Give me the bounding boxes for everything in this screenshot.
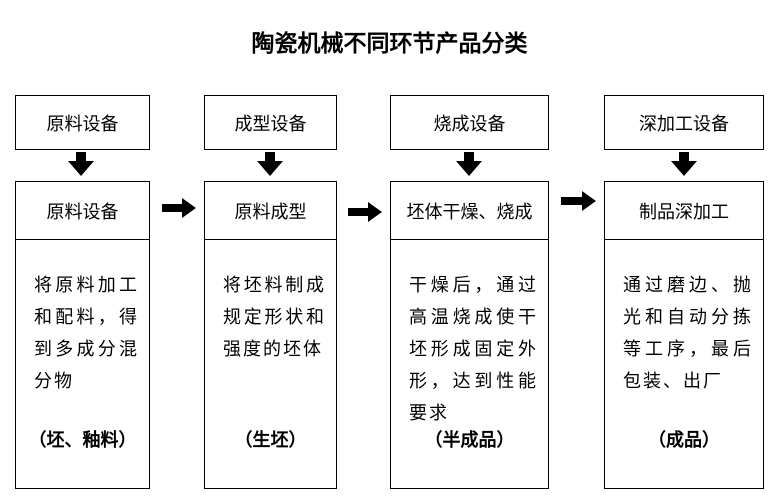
equipment-box-2: 成型设备 <box>204 95 337 150</box>
equipment-label-4: 深加工设备 <box>639 113 729 135</box>
stage-description-3: 干燥后，通过高温烧成使干坯形成固定外形，达到性能要求 <box>409 275 538 424</box>
stage-result-3: （半成品） <box>424 430 515 451</box>
stage-description-4: 通过磨边、抛光和自动分拣等工序，最后包装、出厂 <box>623 275 753 392</box>
stage-result-1: （坯、釉料） <box>28 430 137 451</box>
stage-box-4: 制品深加工 通过磨边、抛光和自动分拣等工序，最后包装、出厂 （成品） <box>604 181 764 489</box>
stage-result-2: （生坯） <box>234 430 307 451</box>
down-arrow-icon <box>68 152 94 176</box>
equipment-label-2: 成型设备 <box>234 113 307 135</box>
stage-title-3: 坯体干燥、烧成 <box>391 182 548 240</box>
right-arrow-icon <box>348 202 382 222</box>
stage-box-1: 原料设备 将原料加工和配料，得到多成分混分物 （坯、釉料） <box>15 181 150 489</box>
equipment-box-4: 深加工设备 <box>604 95 764 150</box>
stage-result-4: （成品） <box>648 430 720 451</box>
down-arrow-icon <box>257 152 283 176</box>
stage-box-2: 原料成型 将坯料制成规定形状和强度的坯体 （生坯） <box>204 181 337 489</box>
diagram-title: 陶瓷机械不同环节产品分类 <box>251 30 528 57</box>
down-arrow-icon <box>456 152 482 176</box>
equipment-box-3: 烧成设备 <box>390 95 549 150</box>
stage-description-2: 将坯料制成规定形状和强度的坯体 <box>223 275 326 360</box>
equipment-label-3: 烧成设备 <box>433 113 506 135</box>
stage-title-1: 原料设备 <box>16 182 149 240</box>
equipment-box-1: 原料设备 <box>15 95 150 150</box>
equipment-label-1: 原料设备 <box>46 113 119 135</box>
stage-title-2: 原料成型 <box>205 182 336 240</box>
right-arrow-icon <box>561 191 596 211</box>
stage-description-1: 将原料加工和配料，得到多成分混分物 <box>34 275 139 392</box>
stage-title-4: 制品深加工 <box>605 182 763 240</box>
stage-box-3: 坯体干燥、烧成 干燥后，通过高温烧成使干坯形成固定外形，达到性能要求 （半成品） <box>390 181 549 489</box>
down-arrow-icon <box>671 152 697 176</box>
right-arrow-icon <box>162 198 196 218</box>
